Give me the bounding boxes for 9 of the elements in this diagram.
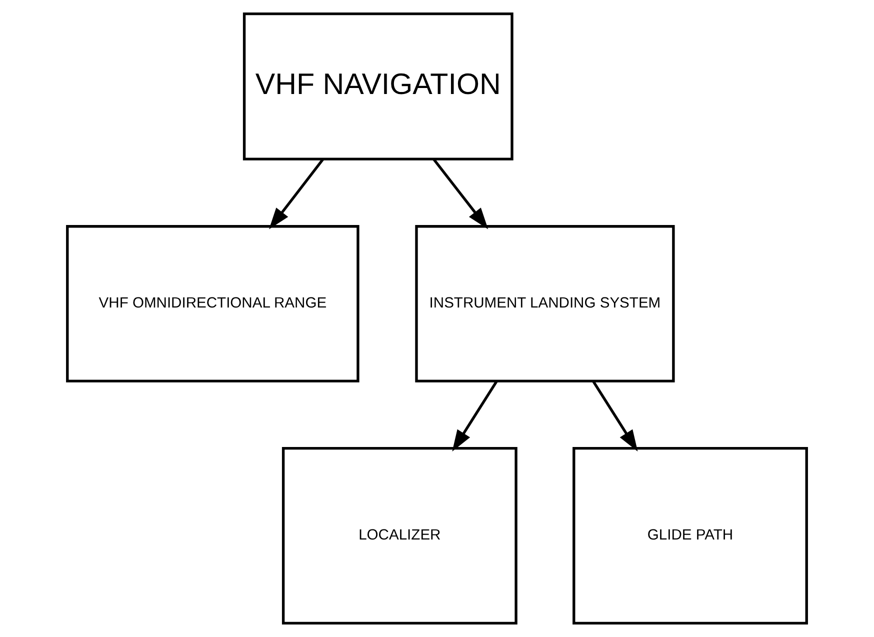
arrow	[269, 158, 324, 230]
node-box: VHF NAVIGATION	[242, 12, 514, 160]
arrow	[452, 380, 498, 452]
node-box: INSTRUMENT LANDING SYSTEM	[415, 225, 675, 382]
arrow	[592, 380, 638, 452]
node-box: VHF OMNIDIRECTIONAL RANGE	[66, 225, 360, 382]
arrow	[432, 158, 488, 230]
node-box: LOCALIZER	[282, 446, 518, 625]
node-box: GLIDE PATH	[572, 446, 808, 625]
